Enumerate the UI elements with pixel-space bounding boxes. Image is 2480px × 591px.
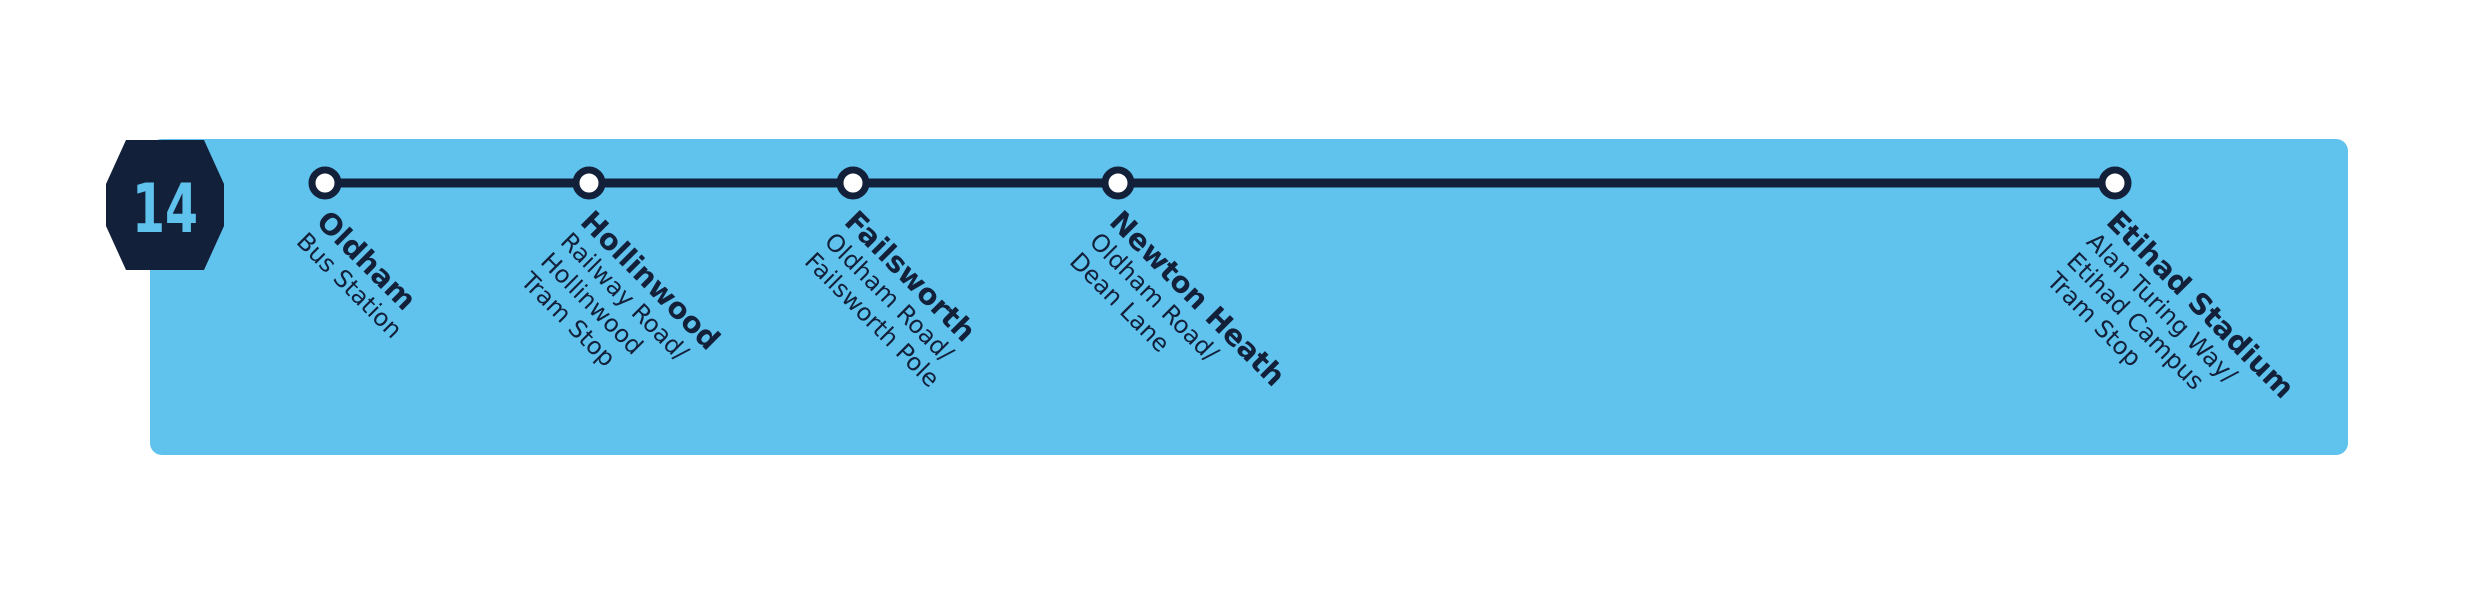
hexagon-icon [106, 140, 224, 270]
stop-marker [2098, 166, 2132, 200]
stop-marker [572, 166, 606, 200]
route-badge: 14 [106, 140, 224, 270]
route-number: 14 [132, 170, 198, 249]
stop-marker [308, 166, 342, 200]
route-panel [150, 139, 2348, 455]
stop-marker [836, 166, 870, 200]
stop-marker [1101, 166, 1135, 200]
